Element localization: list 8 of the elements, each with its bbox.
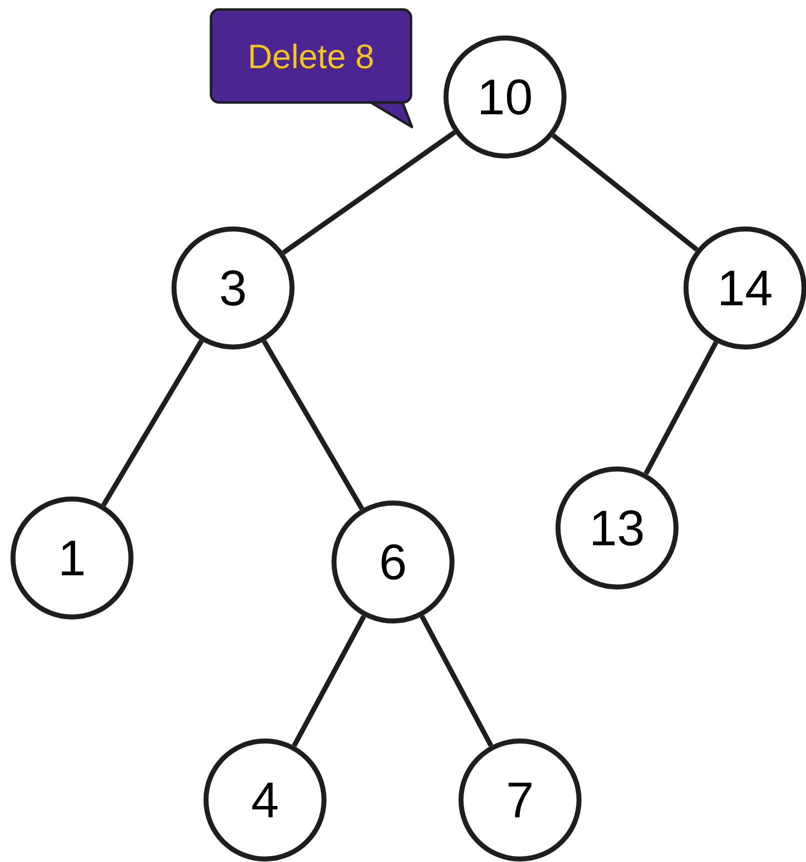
tree-edge xyxy=(262,340,364,510)
speech-bubble: Delete 8 xyxy=(210,8,414,128)
tree-edge xyxy=(552,133,698,252)
tree-edge xyxy=(282,130,456,255)
tree-edge xyxy=(101,340,204,506)
tree-edge xyxy=(420,615,494,747)
tree-edge xyxy=(644,341,718,475)
tree-edge xyxy=(292,614,366,748)
